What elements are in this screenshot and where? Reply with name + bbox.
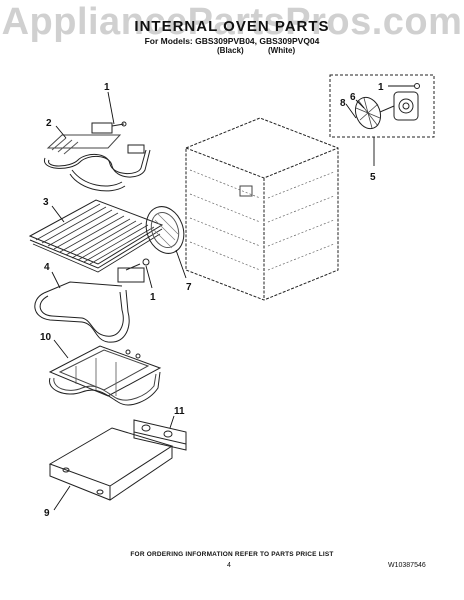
page-number: 4 xyxy=(227,562,231,569)
page-title: INTERNAL OVEN PARTS xyxy=(134,18,330,35)
callout-11: 11 xyxy=(174,406,185,417)
callout-1-top: 1 xyxy=(104,82,110,93)
models-line: For Models: GBS309PVB04, GBS309PVQ04 xyxy=(144,36,320,46)
ordering-note: FOR ORDERING INFORMATION REFER TO PARTS … xyxy=(130,551,334,558)
oven-cavity xyxy=(185,117,339,301)
callout-1-fan: 1 xyxy=(378,82,384,93)
oven-rack xyxy=(28,199,164,273)
leader-lines xyxy=(51,85,414,511)
bake-element-mid xyxy=(34,258,150,343)
callout-4: 4 xyxy=(44,262,50,273)
callout-7: 7 xyxy=(186,282,192,293)
variant-black: (Black) xyxy=(217,46,244,55)
variant-white: (White) xyxy=(268,46,296,55)
broil-element-lower xyxy=(48,345,162,406)
callout-10: 10 xyxy=(40,332,52,343)
document-number: W10387546 xyxy=(388,562,426,569)
callout-6: 6 xyxy=(350,92,356,103)
callout-8: 8 xyxy=(340,98,346,109)
watermark: AppliancePartsPros.com xyxy=(1,1,463,43)
fan-cover xyxy=(145,206,185,254)
broil-element-top xyxy=(44,121,151,192)
callout-2: 2 xyxy=(46,118,52,129)
callout-1-mid: 1 xyxy=(150,292,156,303)
bracket xyxy=(133,419,187,451)
callout-5: 5 xyxy=(370,172,376,183)
callout-3: 3 xyxy=(43,197,49,208)
bottom-tray xyxy=(48,427,174,501)
callout-9: 9 xyxy=(44,508,50,519)
fan-assembly xyxy=(329,74,435,138)
